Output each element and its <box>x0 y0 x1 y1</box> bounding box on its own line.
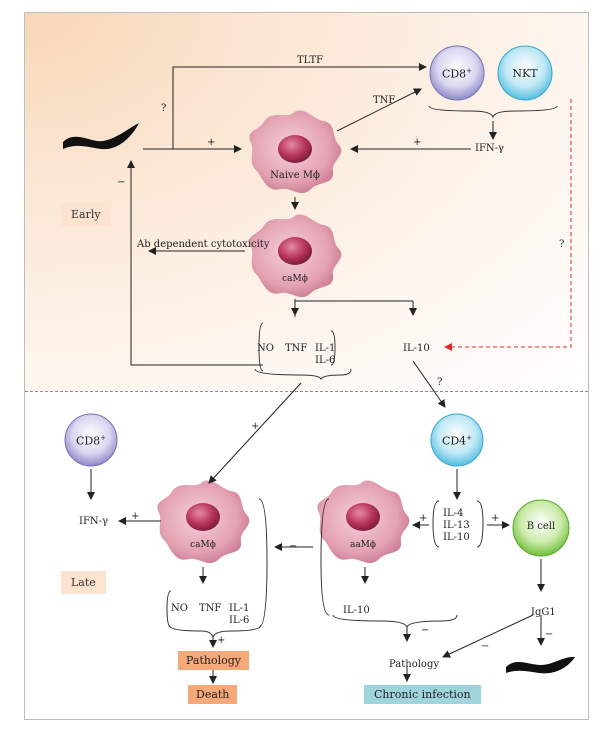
camphi-macrophage-top <box>249 214 342 298</box>
camphi-macrophage-bottom <box>157 480 250 564</box>
ifn-bottom-label: IFN-γ <box>79 516 108 527</box>
diagram-frame: CD8+ NKT Naive Mϕ caMϕ CD8+ CD4+ caMϕ aa… <box>24 12 589 720</box>
camphi-top-label: caMϕ <box>282 274 308 284</box>
pathology-tag: Pathology <box>178 651 249 670</box>
no-bottom-label: NO <box>171 603 188 614</box>
naive-macrophage <box>249 110 342 194</box>
b-cell <box>512 499 570 557</box>
question-mark-1: ? <box>161 103 167 114</box>
cytokine-bracket-top-bottom <box>254 368 352 381</box>
parasite-worm-top <box>63 123 139 150</box>
chronic-infection-tag: Chronic infection <box>364 685 481 704</box>
il10-bottom-label: IL-10 <box>343 605 370 616</box>
aamphi-bracket-left <box>320 498 330 616</box>
cd8-cell-bottom <box>64 413 118 467</box>
arrow-naive-tnf <box>336 88 422 132</box>
cytokine-bracket-bottom <box>168 624 262 639</box>
camphi-bracket-right <box>258 498 268 628</box>
minus-igg2-label: − <box>545 629 554 640</box>
minus-mid-label: − <box>289 541 298 552</box>
arrow-worm-to-tltf <box>172 63 427 149</box>
minus-patho-label: − <box>421 625 430 636</box>
aamphi-label: aaMϕ <box>349 540 377 550</box>
cd8-bottom-label: CD8+ <box>75 434 107 448</box>
minus-label-1: − <box>117 177 126 188</box>
tnf-top-label: TNF <box>373 95 396 106</box>
plus-b-label: + <box>491 513 500 524</box>
bcell-label: B cell <box>526 521 556 532</box>
nkt-cell <box>497 45 553 101</box>
cd4-cell <box>430 413 484 467</box>
no-top-label: NO <box>257 343 274 354</box>
cd8-top-label: CD8+ <box>441 67 473 81</box>
question-mark-3: ? <box>437 377 443 388</box>
plus-label-1: + <box>207 137 216 148</box>
plus-patho-label: + <box>217 635 226 646</box>
cytokine-bracket-top <box>258 322 264 372</box>
late-phase-tag: Late <box>61 571 106 594</box>
arrow-nkt-il10-question <box>444 99 572 351</box>
ifn-top-label: IFN-γ <box>475 143 504 154</box>
plus-mid-label: + <box>251 421 260 432</box>
aamphi-macrophage <box>317 480 410 564</box>
il1-bottom-label: IL-1 <box>229 603 250 614</box>
il1-top-label: IL-1 <box>315 343 336 354</box>
ab-cytotox-label: Ab dependent cytotoxicity <box>137 239 270 250</box>
tltf-label: TLTF <box>297 55 324 66</box>
tnf-bottom-label: TNF <box>199 603 222 614</box>
nkt-label: NKT <box>512 67 538 80</box>
il10-mid-label: IL-10 <box>443 532 470 543</box>
il6-top-label: IL-6 <box>315 355 336 366</box>
camphi-bottom-label: caMϕ <box>190 540 216 550</box>
igg1-label: IgG1 <box>531 607 556 618</box>
death-tag: Death <box>188 685 238 704</box>
il6-bottom-label: IL-6 <box>229 615 250 626</box>
diagram-svg <box>63 45 575 684</box>
arrow-cytokines-to-camphi <box>208 382 302 484</box>
arrow-il10-to-cd4 <box>412 360 446 408</box>
arrow-igg-to-pathology <box>442 614 534 658</box>
question-mark-2: ? <box>559 239 565 250</box>
cell-bracket-top <box>428 105 558 119</box>
plus-aa-label: + <box>419 513 428 524</box>
plus-ifn-label: + <box>131 511 140 522</box>
phase-divider <box>25 391 588 392</box>
il10-top-label: IL-10 <box>403 343 430 354</box>
cd4-label: CD4+ <box>441 434 473 448</box>
il10-bracket-bottom <box>332 614 458 629</box>
parasite-worm-bottom <box>506 656 575 674</box>
cd8-cell-top <box>429 45 485 101</box>
minus-igg-label: − <box>481 641 490 652</box>
arrow-feedback-minus <box>127 160 263 366</box>
early-phase-tag: Early <box>61 203 111 226</box>
naive-mphi-label: Naive Mϕ <box>270 170 320 181</box>
plus-label-2: + <box>413 137 422 148</box>
pathology-right-label: Pathology <box>389 659 439 670</box>
early-phase-background <box>25 13 588 391</box>
il13-label: IL-13 <box>443 520 470 531</box>
il4-label: IL-4 <box>443 508 464 519</box>
cytokine-bracket-top-right <box>330 330 336 366</box>
il-bracket-right <box>476 500 484 548</box>
tnf-mid-label: TNF <box>285 343 308 354</box>
il-bracket-left <box>432 500 440 548</box>
